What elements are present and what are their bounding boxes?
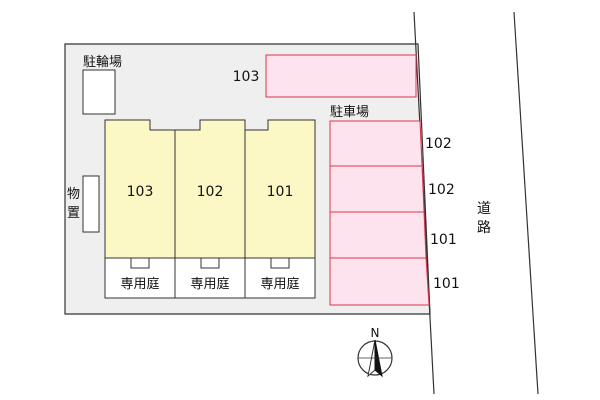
step-102: [200, 257, 220, 269]
parking-label-102a: 102: [425, 136, 452, 152]
garden-label-103: 専用庭: [120, 276, 159, 292]
parking-label-101b: 101: [433, 276, 460, 292]
unit-label-101: 101: [267, 184, 294, 200]
step-101: [270, 257, 290, 269]
garden-label-102: 専用庭: [190, 276, 229, 292]
parking-space-102a: [329, 120, 423, 167]
storage-label-1: 物: [67, 187, 80, 202]
bicycle-parking-label: 駐輪場: [83, 54, 122, 70]
parking-label-103: 103: [233, 69, 260, 85]
road-label-2: 路: [477, 220, 491, 236]
parking-space-101b: [329, 257, 430, 306]
parking-space-101a: [329, 211, 427, 259]
parking-area-label: 駐車場: [330, 105, 369, 120]
unit-label-103: 103: [127, 184, 154, 200]
parking-label-101a: 101: [430, 232, 457, 248]
bicycle-parking-box: [82, 69, 116, 115]
parking-label-102b: 102: [428, 182, 455, 198]
north-label: N: [371, 326, 380, 340]
garden-102: [174, 257, 246, 299]
road-label-1: 道: [477, 201, 491, 217]
road-edge-right: [513, 11, 539, 395]
step-103: [130, 257, 150, 269]
garden-label-101: 専用庭: [260, 276, 299, 292]
parking-space-102b: [329, 165, 425, 213]
north-arrow-icon: [357, 339, 393, 378]
parking-space-103: [265, 54, 417, 98]
storage-box: [82, 175, 100, 233]
storage-label-2: 置: [67, 206, 80, 221]
unit-label-102: 102: [197, 184, 224, 200]
